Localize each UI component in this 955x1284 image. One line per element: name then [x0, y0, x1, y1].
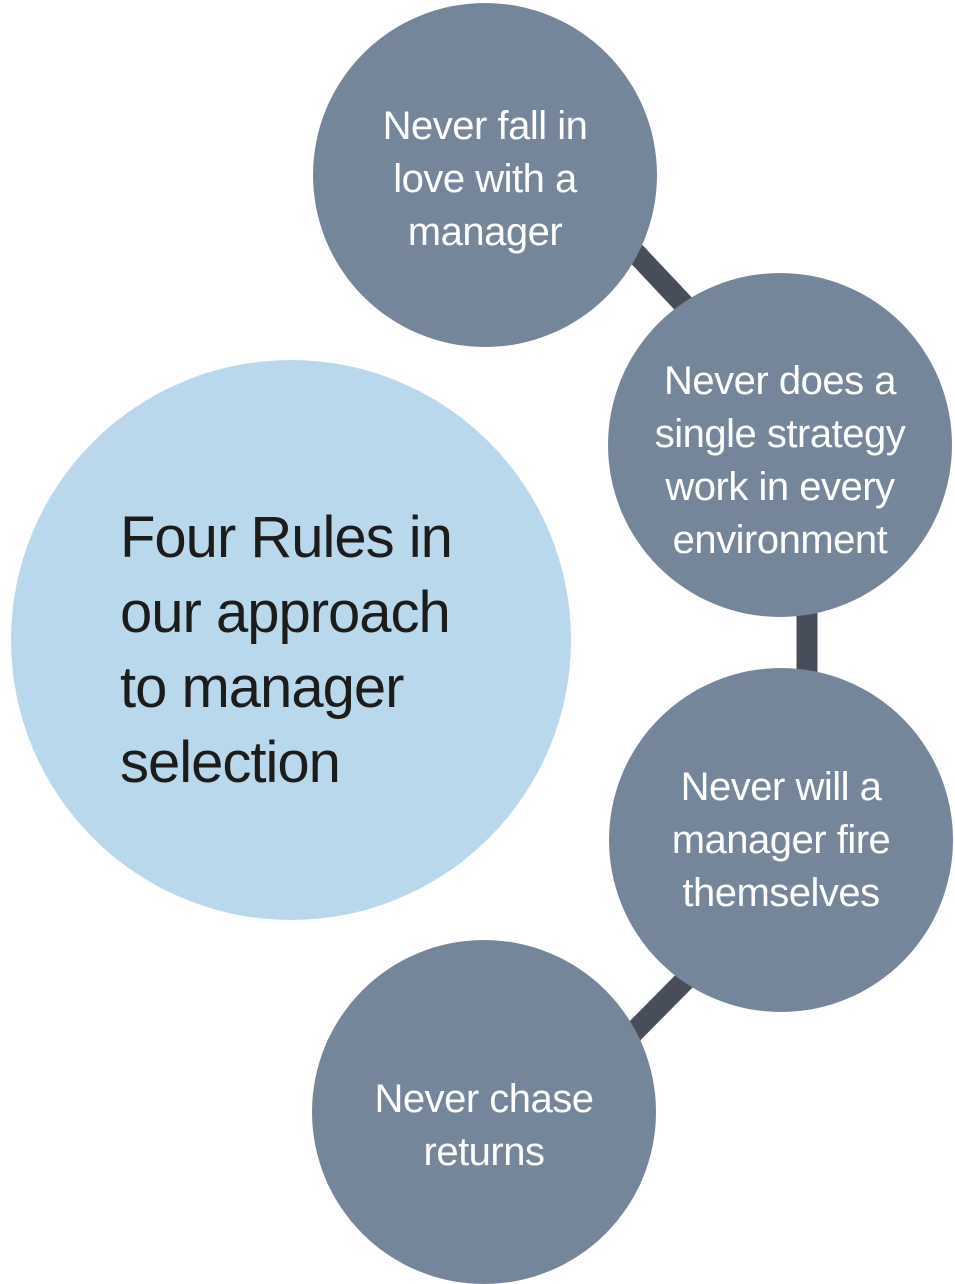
rule-text: Never fall in love with a manager — [383, 100, 588, 259]
rule-text: Never chase returns — [374, 1073, 594, 1179]
center-topic-line: our approach — [120, 580, 451, 645]
center-topic-circle: Four Rules in our approach to manager se… — [11, 360, 571, 920]
rule-line: manager fire — [671, 817, 891, 862]
rule-line: single strategy — [654, 412, 906, 456]
rule-line: environment — [672, 518, 888, 562]
rule-circle-never-single-strategy: Never does a single strategy work in eve… — [608, 273, 952, 617]
rule-line: manager — [407, 209, 563, 254]
rule-circle-never-fall-in-love: Never fall in love with a manager — [313, 3, 657, 347]
center-topic-text: Four Rules in our approach to manager se… — [120, 500, 453, 800]
rule-text: Never does a single strategy work in eve… — [654, 355, 906, 567]
rule-line: love with a — [393, 156, 577, 201]
rule-circle-never-manager-fire-themselves: Never will a manager fire themselves — [609, 668, 953, 1012]
rule-circle-never-chase-returns: Never chase returns — [312, 940, 656, 1284]
rule-text: Never will a manager fire themselves — [672, 761, 891, 920]
rule-line: Never chase — [374, 1077, 594, 1121]
center-topic-line: Four Rules in — [120, 505, 453, 570]
center-topic-line: selection — [120, 730, 341, 795]
rule-line: themselves — [682, 870, 880, 915]
rule-line: Never fall in — [382, 103, 588, 148]
rule-line: Never does a — [664, 359, 896, 403]
rule-line: Never will a — [680, 764, 882, 809]
rule-line: work in every — [665, 465, 895, 509]
rule-line: returns — [423, 1130, 546, 1174]
center-topic-line: to manager — [120, 655, 404, 720]
